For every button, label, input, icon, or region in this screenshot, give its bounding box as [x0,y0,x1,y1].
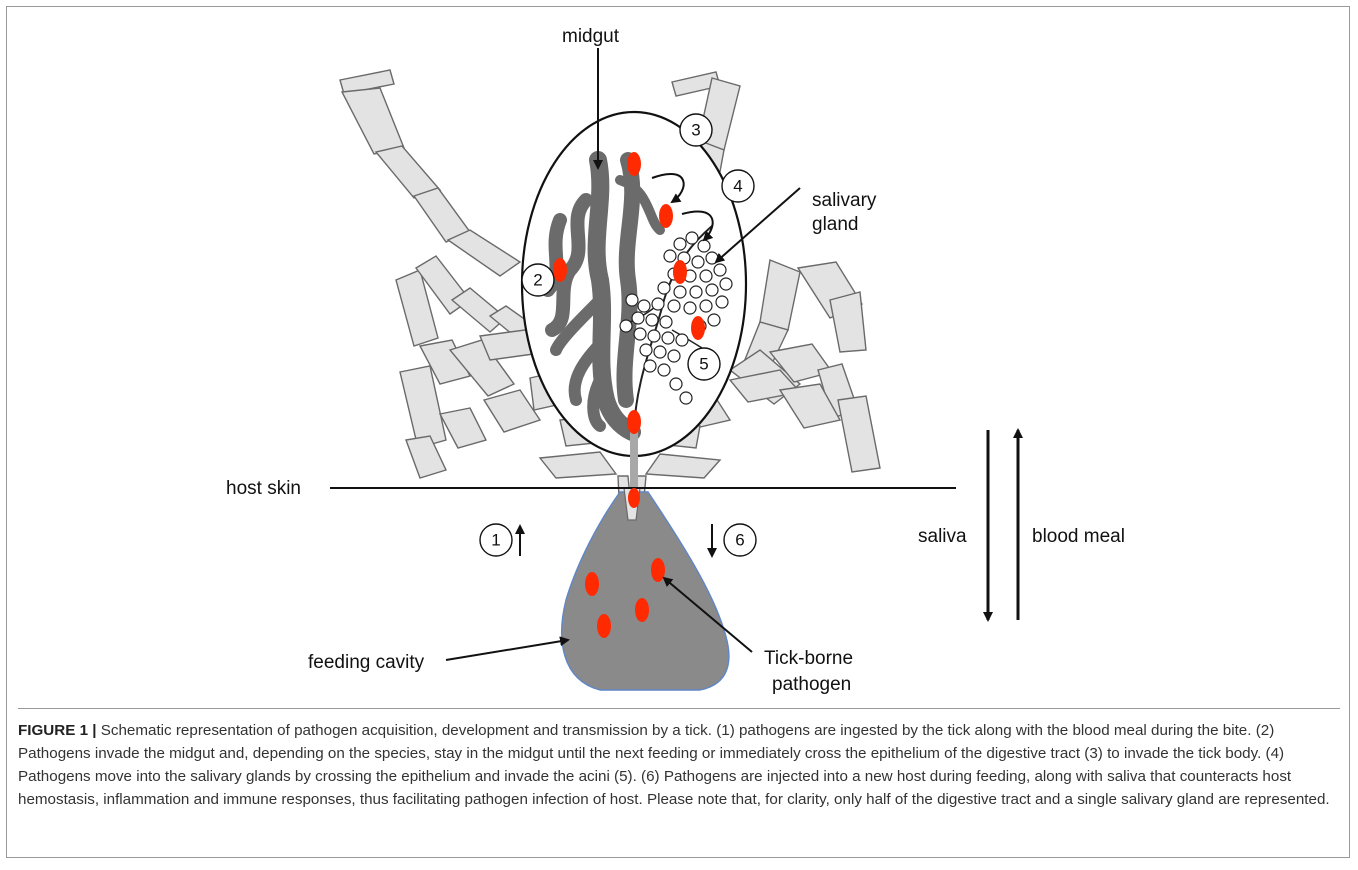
canal [630,430,638,492]
blood-meal-label: blood meal [1032,526,1125,547]
pathogen [585,572,599,596]
pathogen [691,316,705,340]
tick-diagram: 1 2 3 4 5 6 midgut salivary gland host s… [0,0,1358,710]
midgut-label: midgut [562,26,620,47]
host-skin-label: host skin [226,478,301,499]
step-1-label: 1 [491,531,500,550]
step-6-label: 6 [735,531,744,550]
pathogen [673,260,687,284]
pathogen [635,598,649,622]
pathogen-label-line2: pathogen [772,674,851,695]
pathogen [628,488,640,508]
caption-text: Schematic representation of pathogen acq… [18,722,1330,808]
step-5-label: 5 [699,355,708,374]
pathogen [651,558,665,582]
feeding-cavity-arrow [446,640,568,660]
caption-label: FIGURE 1 | [18,722,97,739]
step-2-label: 2 [533,271,542,290]
pathogen [553,258,567,282]
salivary-gland-label-line1: salivary [812,190,877,211]
pathogen [627,152,641,176]
step-3-label: 3 [691,121,700,140]
pathogen [659,204,673,228]
figure-caption: FIGURE 1 | Schematic representation of p… [18,719,1340,811]
caption-divider [18,708,1340,709]
salivary-gland-label-line2: gland [812,214,859,235]
pathogen [597,614,611,638]
pathogen [627,410,641,434]
feeding-cavity-label: feeding cavity [308,652,425,673]
saliva-label: saliva [918,526,967,547]
step-4-label: 4 [733,177,742,196]
pathogen-label-line1: Tick-borne [764,648,853,669]
